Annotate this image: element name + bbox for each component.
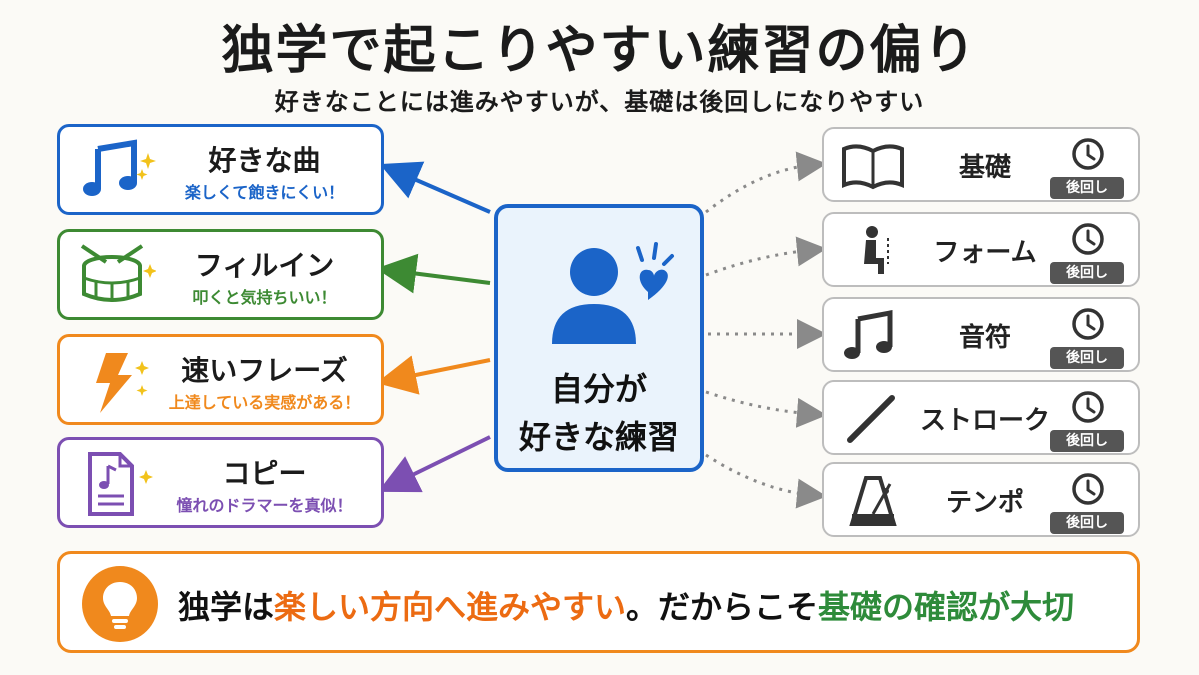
card-favorite-song: 好きな曲 楽しくて飽きにくい！: [57, 124, 384, 215]
bottom-message-box: 独学は楽しい方向へ進みやすい。だからこそ基礎の確認が大切: [57, 551, 1140, 653]
arrow-to-copy: [378, 435, 491, 493]
dotted-arrow-to-tempo: [705, 453, 827, 509]
dotted-arrow-to-form: [705, 236, 827, 277]
card-sub: 憧れのドラマーを真似！: [176, 496, 353, 515]
arrow-to-favorite-song: [379, 161, 491, 214]
card-form: フォーム 後回し: [822, 212, 1140, 287]
card-label: ストローク: [919, 406, 1050, 436]
msg-part-5: が大切: [978, 588, 1075, 626]
drum-icon: [80, 244, 156, 302]
postponed-badge: 後回し: [1050, 347, 1124, 369]
card-sub: 叩くと気持ちいい！: [192, 288, 337, 307]
card-fast-phrase: 速いフレーズ 上達している実感がある！: [57, 334, 384, 425]
msg-part-4: 基礎の確認: [818, 588, 979, 626]
postponed-badge: 後回し: [1050, 430, 1124, 452]
msg-part-1: 独学は: [178, 588, 275, 626]
lightning-icon: [96, 353, 149, 413]
metronome-icon: [849, 476, 897, 526]
card-label: コピー: [222, 457, 307, 490]
card-label: 基礎: [958, 153, 1011, 183]
clock-icon: [1072, 308, 1104, 340]
postponed-badge: 後回し: [1050, 177, 1124, 199]
page-subtitle: 好きなことには進みやすいが、基礎は後回しになりやすい: [274, 88, 925, 116]
card-basics: 基礎 後回し: [822, 127, 1140, 202]
card-label: フィルイン: [194, 249, 335, 282]
dotted-arrow-to-basics: [705, 151, 827, 214]
sheet-music-icon: [88, 452, 153, 516]
clock-icon: [1072, 223, 1104, 255]
card-label: 好きな曲: [208, 144, 321, 177]
clock-icon: [1072, 473, 1104, 505]
lightbulb-icon: [82, 566, 158, 642]
card-sub: 上達している実感がある！: [168, 393, 361, 412]
postponed-badge: 後回し: [1050, 512, 1124, 534]
card-label: 音符: [958, 323, 1011, 353]
card-label: テンポ: [945, 488, 1024, 518]
music-note-icon: [844, 309, 893, 359]
posture-icon: [864, 226, 889, 274]
msg-part-2: 楽しい方向へ進みやすい: [274, 588, 627, 626]
card-stroke: ストローク 後回し: [822, 380, 1140, 455]
center-line-2: 好きな練習: [518, 418, 679, 456]
arrow-to-fast-phrase: [376, 355, 491, 395]
center-self-box: 自分が 好きな練習: [494, 204, 704, 472]
card-label: 速いフレーズ: [181, 354, 348, 387]
book-icon: [842, 144, 904, 190]
person-heart-icon: [552, 242, 674, 344]
dotted-arrow-to-stroke: [705, 390, 827, 428]
clock-icon: [1072, 391, 1104, 423]
center-line-1: 自分が: [550, 370, 647, 408]
card-label: フォーム: [933, 238, 1037, 268]
bottom-message: 独学は楽しい方向へ進みやすい。だからこそ基礎の確認が大切: [178, 582, 1074, 628]
msg-part-3: 。だからこそ: [626, 588, 819, 626]
drumstick-icon: [847, 395, 895, 443]
clock-icon: [1072, 138, 1104, 170]
card-fill-in: フィルイン 叩くと気持ちいい！: [57, 229, 384, 320]
card-tempo: テンポ 後回し: [822, 462, 1140, 537]
postponed-badge: 後回し: [1050, 262, 1124, 284]
page-title: 独学で起こりやすい練習の偏り: [221, 21, 978, 81]
music-note-icon: [83, 139, 156, 196]
card-copy: コピー 憧れのドラマーを真似！: [57, 437, 384, 528]
arrow-to-fill-in: [376, 253, 491, 294]
card-sub: 楽しくて飽きにくい！: [184, 183, 345, 202]
card-notes: 音符 後回し: [822, 297, 1140, 372]
